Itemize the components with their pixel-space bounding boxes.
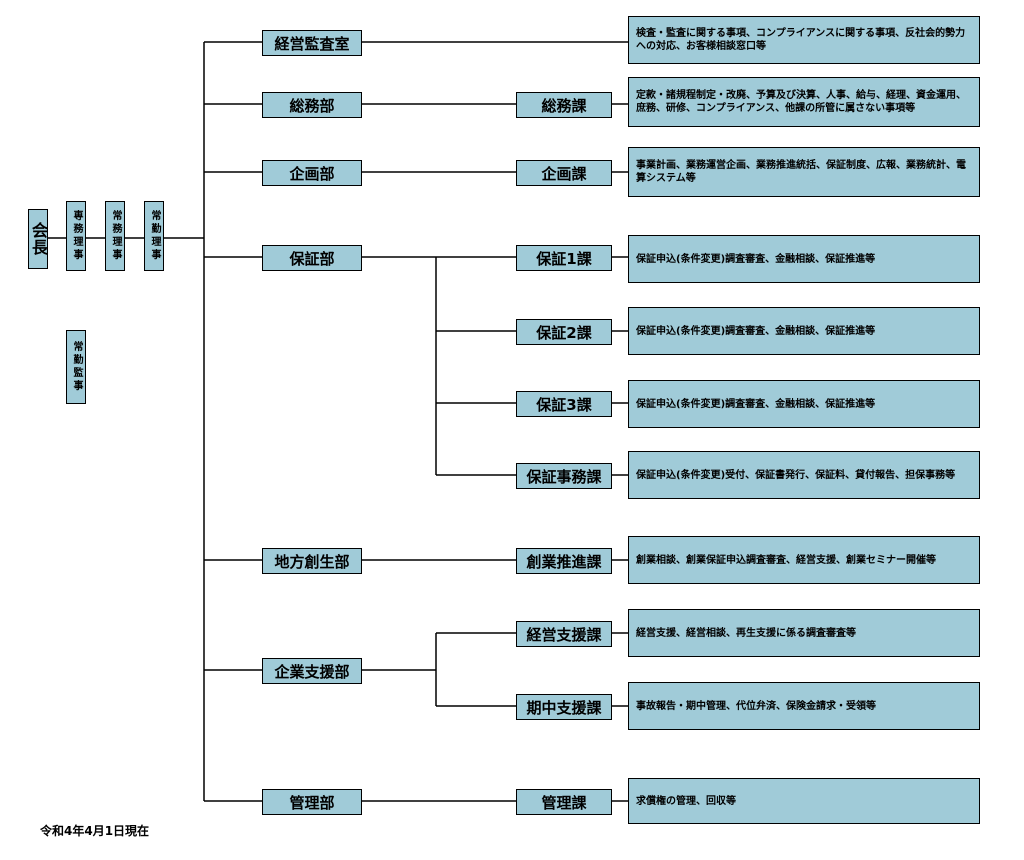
duties-management-support: 経営支援、経営相談、再生支援に係る調査審査等 (628, 609, 980, 657)
dept-management: 管理部 (262, 789, 362, 815)
section-midterm-support: 期中支援課 (516, 694, 612, 720)
duties-guarantee-2: 保証申込(条件変更)調査審査、金融相談、保証推進等 (628, 307, 980, 355)
managing-director-box: 常務理事 (105, 201, 125, 271)
duties-guarantee-1: 保証申込(条件変更)調査審査、金融相談、保証推進等 (628, 235, 980, 283)
executive-director-box: 専務理事 (66, 201, 86, 271)
section-general-affairs: 総務課 (516, 92, 612, 118)
duties-audit-office: 検査・監査に関する事項、コンプライアンスに関する事項、反社会的勢力への対応、お客… (628, 16, 980, 64)
duties-midterm-support: 事故報告・期中管理、代位弁済、保険金請求・受領等 (628, 682, 980, 730)
standing-auditor-box: 常勤監事 (66, 330, 86, 404)
standing-director-box: 常勤理事 (144, 201, 164, 271)
section-guarantee-2: 保証2課 (516, 319, 612, 345)
section-guarantee-1: 保証1課 (516, 245, 612, 271)
section-management: 管理課 (516, 789, 612, 815)
duties-planning: 事業計画、業務運営企画、業務推進統括、保証制度、広報、業務統計、電算システム等 (628, 147, 980, 197)
section-management-support: 経営支援課 (516, 621, 612, 647)
dept-regional: 地方創生部 (262, 548, 362, 574)
section-startup-promotion: 創業推進課 (516, 548, 612, 574)
as-of-date: 令和4年4月1日現在 (40, 824, 150, 838)
duties-management: 求償権の管理、回収等 (628, 778, 980, 824)
section-guarantee-3: 保証3課 (516, 391, 612, 417)
chairman-box: 会長 (28, 209, 48, 269)
duties-guarantee-3: 保証申込(条件変更)調査審査、金融相談、保証推進等 (628, 380, 980, 428)
dept-guarantee: 保証部 (262, 245, 362, 271)
dept-general-affairs: 総務部 (262, 92, 362, 118)
duties-guarantee-admin: 保証申込(条件変更)受付、保証書発行、保証料、貸付報告、担保事務等 (628, 451, 980, 499)
section-guarantee-admin: 保証事務課 (516, 463, 612, 489)
dept-audit-office: 経営監査室 (262, 30, 362, 56)
duties-general-affairs: 定款・諸規程制定・改廃、予算及び決算、人事、給与、経理、資金運用、庶務、研修、コ… (628, 77, 980, 127)
dept-business-support: 企業支援部 (262, 658, 362, 684)
section-planning: 企画課 (516, 160, 612, 186)
dept-planning: 企画部 (262, 160, 362, 186)
duties-startup-promotion: 創業相談、創業保証申込調査審査、経営支援、創業セミナー開催等 (628, 536, 980, 584)
